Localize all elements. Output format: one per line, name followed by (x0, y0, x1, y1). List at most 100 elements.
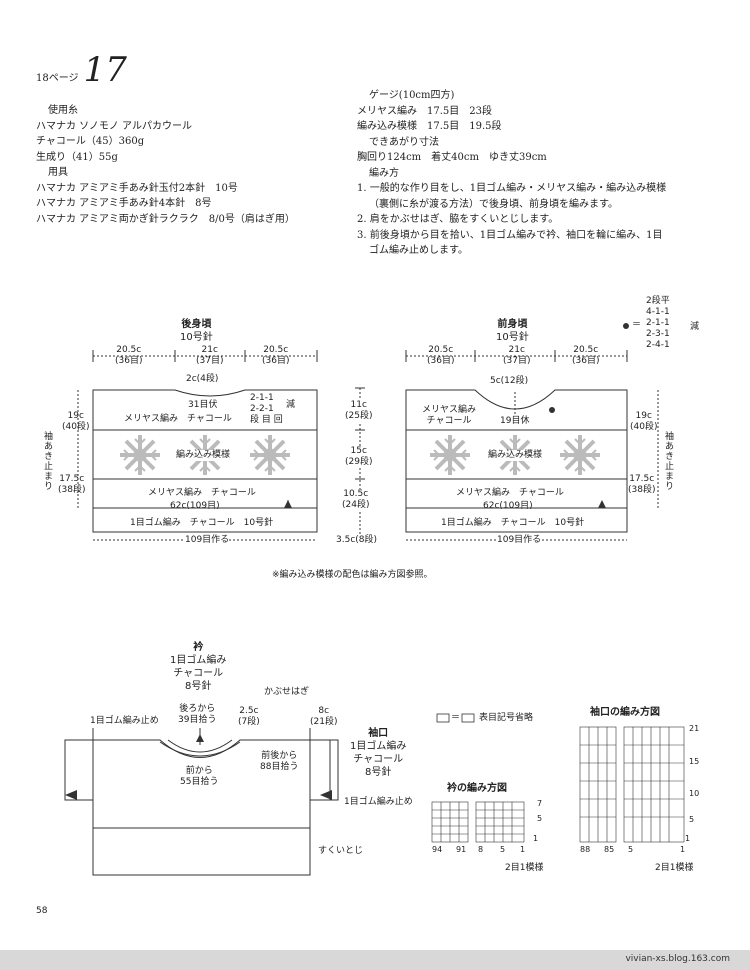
back-neck-depth: 2c(4段) (186, 374, 219, 384)
back-pattern-label: 編み込み模様 (176, 450, 231, 461)
back-ribbing: 1目ゴム編み チャコール 10号針 (130, 518, 274, 528)
collar-x-label: 8 (478, 845, 484, 854)
front-body-outline (405, 350, 659, 541)
front-title: 前身頃 (497, 319, 528, 330)
front-side-top: 19c(40段) (630, 411, 658, 432)
front-hold: 19目休 (500, 416, 530, 426)
front-width-left: 20.5c(36目) (427, 345, 455, 366)
cuff-y-label: 5 (689, 815, 695, 824)
front-neck-depth: 5c(12段) (490, 376, 529, 386)
gauge-section: ゲージ(10cm四方) メリヤス編み 17.5目 23段 編み込み模様 17.5… (357, 88, 666, 259)
back-width-right: 20.5c(36目) (262, 345, 290, 366)
front-needle: 10号針 (496, 332, 529, 343)
cuff-bindoff: 1目ゴム編み止め (344, 797, 413, 807)
cuff-repeat: 2目1模様 (655, 863, 694, 873)
assembly-outline (64, 728, 339, 876)
method-step: ゴム編み止めします。 (369, 245, 468, 256)
page-reference: 18ページ (36, 73, 79, 84)
method-step: 2. 肩をかぶせはぎ、脇をすくいとじします。 (357, 214, 559, 225)
front-side-bottom: 17.5c(38段) (628, 474, 656, 495)
collar-chart-grid (431, 801, 525, 843)
yarn-line: 生成り（41）55g (36, 151, 118, 163)
back-width-total: 62c(109目) (170, 501, 220, 511)
size-line: 胸回り124cm 着丈40cm ゆき丈39cm (357, 152, 547, 163)
decrease-legend-label: 減 (690, 322, 700, 332)
collar-title: 衿 (193, 642, 204, 653)
gauge-line: 編み込み模様 17.5目 19.5段 (357, 121, 502, 132)
back-needle: 10号針 (180, 332, 213, 343)
size-heading: できあがり寸法 (369, 136, 439, 148)
yarn-heading: 使用糸 (48, 105, 78, 116)
collar-y-label: 5 (537, 814, 543, 823)
footer-watermark: vivian-xs.blog.163.com (625, 954, 730, 964)
collar-x-label: 94 (432, 845, 443, 854)
color-note: ※編み込み模様の配色は編み方図参照。 (272, 570, 433, 580)
footer-bar: vivian-xs.blog.163.com (0, 950, 750, 970)
front-armhole-label: 袖あき止まり (665, 432, 675, 492)
back-title: 後身頃 (181, 319, 212, 330)
cuff-chart-title: 袖口の編み方図 (590, 707, 660, 718)
back-side-top: 19c(40段) (62, 411, 90, 432)
cuff-x-label: 1 (680, 845, 686, 854)
height-2: 15c(29段) (345, 446, 373, 468)
pattern-number: 17 (83, 50, 127, 90)
method-step: 1. 一般的な作り目をし、1目ゴム編み・メリヤス編み・編み込み模様 (357, 183, 667, 194)
collar-bindoff: 1目ゴム編み止め (90, 716, 159, 726)
front-pattern-label: 編み込み模様 (488, 450, 543, 461)
front-cast-on: 109目作る (497, 535, 542, 546)
page-header: 18ページ 17 (36, 50, 127, 90)
collar-x-label: 1 (520, 845, 526, 854)
collar-y-label: 7 (537, 799, 543, 808)
gauge-line: メリヤス編み 17.5目 23段 (357, 105, 492, 117)
collar-x-label: 91 (456, 845, 467, 854)
cuff-y-label: 10 (689, 789, 700, 798)
collar-side-pick: 2.5c(7段) (238, 706, 260, 727)
gauge-heading: ゲージ(10cm四方) (369, 90, 455, 101)
back-body-outline (77, 350, 318, 541)
tools-heading: 用具 (48, 167, 68, 178)
front-stockinette-top: メリヤス編みチャコール (422, 405, 477, 426)
decrease-legend: 2段平 4-1-1 2-1-1 2-3-1 2-4-1 (646, 296, 670, 350)
page-number: 58 (36, 906, 48, 916)
front-width-right: 20.5c(36目) (572, 345, 600, 366)
symbol-note: 表目記号省略 (479, 713, 534, 723)
yarn-name: ハマナカ ソノモノ アルパカウール (36, 120, 192, 132)
cuff-y-label: 15 (689, 757, 700, 766)
shoulder-seam-label: かぶせはぎ (264, 687, 310, 697)
tool-line: ハマナカ アミアミ手あみ針4本針 8号 (36, 198, 212, 209)
front-title-block: 前身頃 10号針 (496, 318, 529, 344)
materials-section: 使用糸 ハマナカ ソノモノ アルパカウール チャコール（45）360g 生成り（… (36, 103, 295, 227)
collar-y-label: 1 (533, 834, 539, 843)
method-step: 3. 前後身頃から目を拾い、1目ゴム編みで衿、袖口を輪に編み、1目 (357, 229, 663, 241)
cuff-y-label: 21 (689, 724, 700, 733)
cuff-x-label: 5 (628, 845, 634, 854)
front-ribbing: 1目ゴム編み チャコール 10号針 (441, 518, 585, 528)
yarn-line: チャコール（45）360g (36, 136, 145, 147)
back-title-block: 後身頃 10号針 (180, 318, 213, 344)
back-stockinette-top: メリヤス編み チャコール (124, 414, 232, 424)
back-armhole-label: 袖あき止まり (44, 432, 54, 492)
collar-chart-title: 衿の編み方図 (447, 783, 507, 794)
tool-line: ハマナカ アミアミ両かぎ針ラクラク 8/0号（肩はぎ用） (36, 213, 295, 225)
cuff-chart-grid (579, 726, 685, 843)
cuff-title: 袖口 (368, 728, 389, 739)
back-width-left: 20.5c(36目) (115, 345, 143, 366)
front-width-total: 62c(109目) (483, 501, 533, 511)
cuff-height: 8c(21段) (310, 706, 338, 727)
method-heading: 編み方 (369, 167, 399, 179)
height-1: 11c(25段) (345, 400, 373, 422)
back-stockinette-bottom: メリヤス編み チャコール (148, 488, 256, 498)
cuff-block: 袖口 1目ゴム編み チャコール 8号針 (350, 728, 407, 778)
symbol-eq: ＝ (451, 713, 461, 723)
height-3: 10.5c(24段) (342, 489, 370, 511)
side-seam-label: すくいとじ (318, 846, 364, 856)
back-bindoff: 31目伏 (188, 400, 218, 410)
decrease-legend-eq: ＝ (632, 320, 642, 330)
collar-repeat: 2目1模様 (505, 863, 544, 873)
method-step: （裏側に糸が渡る方法）で後身頃、前身頃を編みます。 (369, 198, 618, 210)
